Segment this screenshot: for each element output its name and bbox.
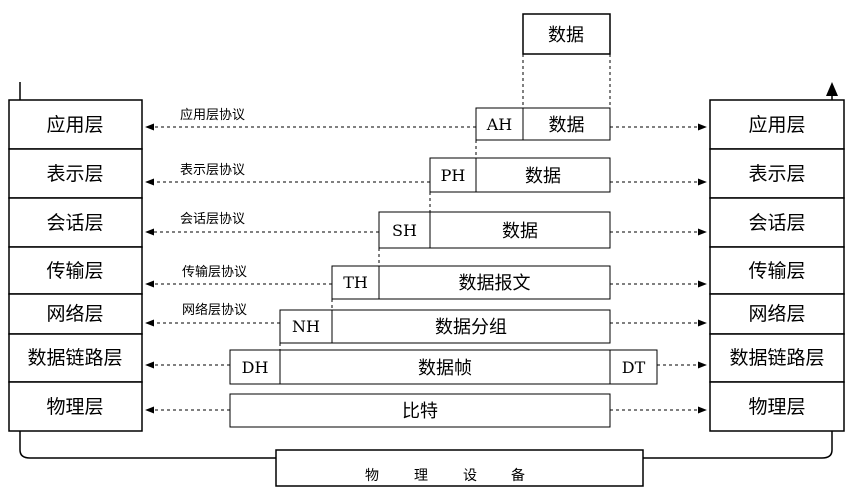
pdu-trailer-label: DT (622, 358, 646, 377)
physical-device-box: 物 理 设 备 (275, 449, 644, 487)
protocol-label: 网络层协议 (182, 302, 247, 318)
physical-device-char: 设 (463, 468, 477, 484)
protocol-label: 应用层协议 (180, 107, 245, 123)
right-protocol-arrows (610, 123, 707, 414)
pdu-application: AH 数据 (475, 107, 611, 141)
pdu-body-label: 数据 (525, 166, 561, 187)
right-layer-label: 数据链路层 (729, 347, 824, 369)
left-layer-label: 应用层 (46, 114, 103, 136)
pdu-header-label: AH (486, 115, 513, 134)
left-layer-label: 网络层 (46, 303, 103, 325)
top-data-label: 数据 (548, 25, 584, 46)
physical-device-char: 备 (511, 467, 525, 484)
pdu-presentation: PH 数据 (429, 157, 611, 193)
right-layer-label: 应用层 (748, 114, 805, 136)
pdu-network: NH 数据分组 (279, 309, 611, 344)
protocol-label: 会话层协议 (180, 212, 245, 227)
protocol-label: 表示层协议 (180, 163, 245, 178)
pdu-session: SH 数据 (378, 211, 611, 249)
right-layer-label: 网络层 (748, 303, 805, 325)
pdu-body-label: 数据分组 (435, 317, 507, 338)
physical-device-char: 物 (365, 468, 379, 484)
pdu-body-label: 数据报文 (459, 273, 531, 294)
right-layer-stack: 应用层 表示层 会话层 传输层 网络层 数据链路层 物理层 (709, 99, 845, 432)
pdu-data-link: DH 数据帧 DT (229, 349, 658, 385)
frame-up-arrow (826, 82, 838, 96)
left-layer-label: 会话层 (46, 212, 103, 234)
left-protocol-arrows (145, 123, 476, 414)
left-layer-label: 数据链路层 (27, 347, 122, 369)
pdu-transport: TH 数据报文 (331, 265, 611, 300)
pdu-header-label: SH (392, 221, 417, 240)
pdu-body-label: 数据 (502, 221, 538, 242)
pdu-physical: 比特 (229, 393, 611, 428)
pdu-header-label: PH (441, 166, 466, 185)
pdu-header-label: DH (242, 358, 269, 377)
protocol-label: 传输层协议 (182, 264, 247, 280)
right-layer-label: 会话层 (748, 212, 805, 234)
right-layer-label: 传输层 (748, 260, 805, 282)
right-layer-label: 表示层 (748, 163, 805, 185)
pdu-body-label: 数据 (549, 115, 585, 136)
physical-device-char: 理 (414, 468, 428, 484)
top-data-box (522, 13, 611, 55)
left-layer-label: 表示层 (46, 163, 103, 185)
left-layer-stack: 应用层 表示层 会话层 传输层 网络层 数据链路层 物理层 (8, 99, 143, 432)
left-layer-label: 传输层 (46, 260, 103, 282)
pdu-body-label: 数据帧 (418, 358, 472, 379)
left-layer-label: 物理层 (46, 396, 103, 418)
pdu-body-label: 比特 (402, 401, 438, 422)
pdu-header-label: NH (292, 317, 320, 336)
right-layer-label: 物理层 (748, 396, 805, 418)
pdu-header-label: TH (343, 273, 368, 292)
